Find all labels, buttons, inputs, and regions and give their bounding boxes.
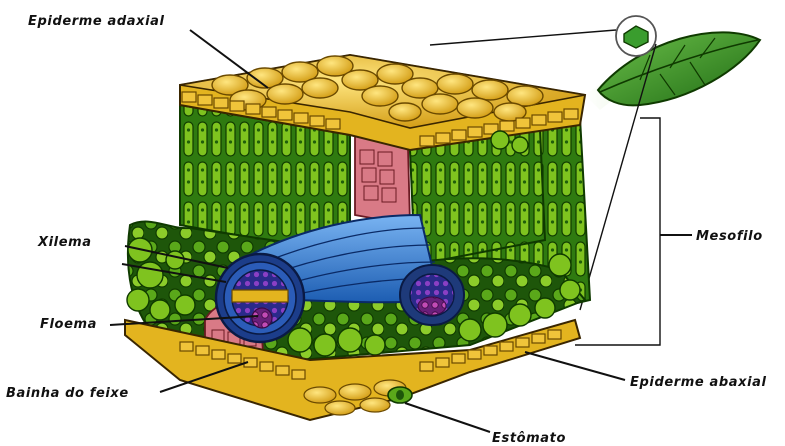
zoom-line-top: [430, 30, 616, 45]
phloem-core: [252, 308, 272, 328]
label-epiderme-abaxial: Epiderme abaxial: [630, 375, 767, 390]
leader-estomato: [405, 403, 490, 432]
label-epiderme-adaxial: Epiderme adaxial: [28, 14, 165, 29]
leaf-block: [125, 55, 590, 420]
leader-epiderme-abaxial: [525, 352, 625, 380]
bundle-back-section: [400, 265, 464, 325]
mesophyll-bracket: [575, 118, 692, 345]
label-mesofilo: Mesofilo: [696, 229, 763, 244]
label-floema: Floema: [40, 317, 97, 332]
vascular-bundle-front: [216, 254, 304, 342]
label-bainha-do-feixe: Bainha do feixe: [6, 386, 129, 401]
label-estomato: Estômato: [492, 431, 566, 446]
label-xilema: Xilema: [37, 235, 92, 250]
stomata: [388, 387, 412, 403]
